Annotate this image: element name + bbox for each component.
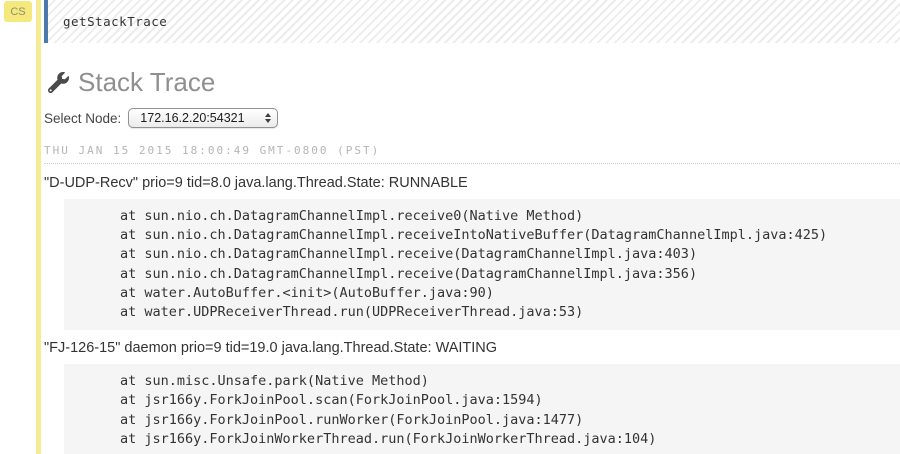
cell-input[interactable]: getStackTrace [44, 0, 900, 43]
timestamp-heading: THU JAN 15 2015 18:00:49 GMT-0800 (PST) [44, 144, 900, 164]
node-select-label: Select Node: [44, 110, 122, 126]
cell-output: Stack Trace Select Node: 172.16.2.20:543… [0, 67, 900, 454]
thread-section: "D-UDP-Recv" prio=9 tid=8.0 java.lang.Th… [44, 175, 900, 331]
stack-frame-line: at sun.nio.ch.DatagramChannelImpl.receiv… [120, 246, 698, 263]
active-cell-indicator [36, 0, 41, 454]
stack-frame-line: at jsr166y.ForkJoinPool.scan(ForkJoinPoo… [120, 392, 543, 409]
page-title-text: Stack Trace [78, 67, 216, 97]
node-select[interactable]: 172.16.2.20:54321 [128, 108, 279, 128]
stack-frame-line: at sun.nio.ch.DatagramChannelImpl.receiv… [120, 227, 828, 244]
stack-frame-line: at sun.nio.ch.DatagramChannelImpl.receiv… [120, 265, 698, 282]
stack-frame-line: at sun.nio.ch.DatagramChannelImpl.receiv… [120, 208, 584, 224]
stack-frames-block: at sun.misc.Unsafe.park(Native Method) at… [64, 364, 900, 454]
thread-section: "FJ-126-15" daemon prio=9 tid=19.0 java.… [44, 340, 900, 454]
threads-container: "D-UDP-Recv" prio=9 tid=8.0 java.lang.Th… [44, 175, 900, 454]
page-title: Stack Trace [48, 67, 900, 97]
cell-input-text: getStackTrace [63, 14, 168, 29]
stack-frame-line: at jsr166y.ForkJoinPool.runWorker(ForkJo… [120, 411, 584, 428]
thread-header: "D-UDP-Recv" prio=9 tid=8.0 java.lang.Th… [44, 175, 468, 191]
thread-header: "FJ-126-15" daemon prio=9 tid=19.0 java.… [44, 340, 498, 357]
stack-frame-line: at jsr166y.ForkJoinWorkerThread.run(Fork… [120, 430, 657, 447]
stack-frame-line: at water.AutoBuffer.<init>(AutoBuffer.ja… [120, 284, 494, 301]
node-select-value: 172.16.2.20:54321 [140, 111, 245, 125]
stack-frame-line: at sun.misc.Unsafe.park(Native Method) [120, 373, 429, 390]
stack-frames-block: at sun.nio.ch.DatagramChannelImpl.receiv… [64, 199, 900, 331]
cell-type-badge[interactable]: CS [4, 1, 32, 22]
wrench-icon [48, 71, 69, 93]
select-arrows-icon [265, 113, 272, 123]
stack-frame-line: at water.UDPReceiverThread.run(UDPReceiv… [120, 304, 584, 321]
